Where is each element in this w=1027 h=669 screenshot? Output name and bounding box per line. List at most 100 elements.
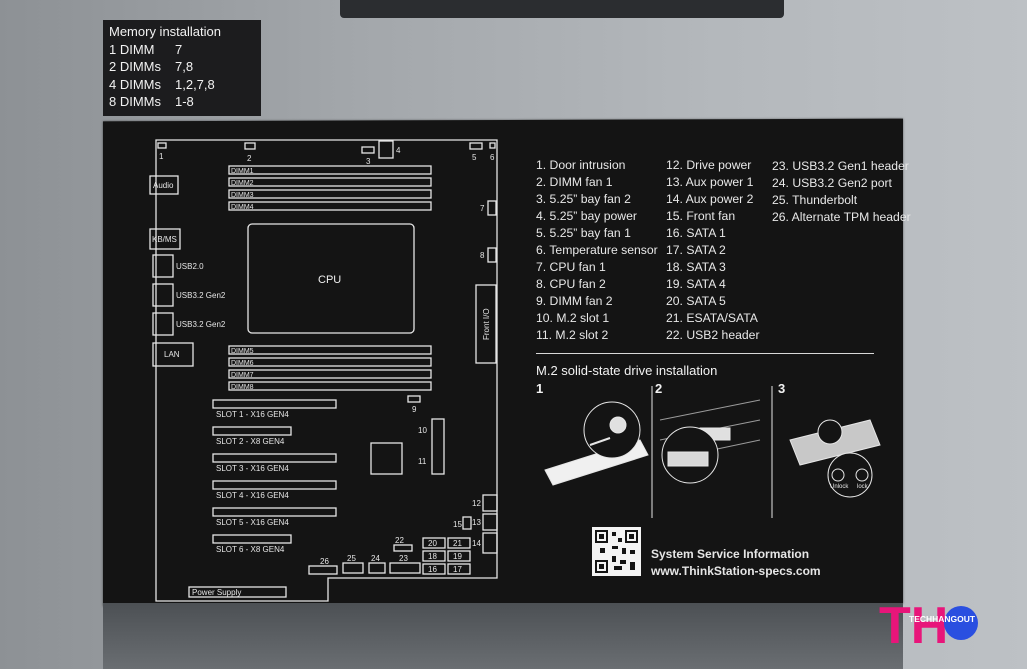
dimm-label: DIMM7 [231,372,254,379]
memory-title: Memory installation [109,24,221,39]
marker: 16 [428,565,437,574]
legend-item: 2. DIMM fan 1 [536,175,613,189]
legend-item: 20. SATA 5 [666,294,726,308]
dimm-slot [228,381,432,391]
legend-column-2: 12. Drive power 13. Aux power 1 14. Aux … [666,157,760,344]
dimm-label: DIMM1 [231,168,254,175]
top-chassis-edge [340,0,784,18]
slot-label: SLOT 2 - X8 GEN4 [216,437,285,446]
legend-item: 15. Front fan [666,209,736,223]
dimm-slot [228,177,432,187]
usb2-label: USB2.0 [176,262,204,271]
legend-item: 23. USB3.2 Gen1 header [772,159,909,173]
slot-label: SLOT 6 - X8 GEN4 [216,545,285,554]
kbms-port [149,228,181,250]
legend-item: 8. CPU fan 2 [536,277,606,291]
service-url: www.ThinkStation-specs.com [651,564,821,578]
dimm-label: DIMM3 [231,192,254,199]
legend-item: 26. Alternate TPM header [772,210,911,224]
pcie-slot [212,399,337,409]
chipset [370,442,403,475]
marker: 12 [472,499,481,508]
legend-item: 25. Thunderbolt [772,193,858,207]
marker: 5 [472,153,477,162]
usb32-label: USB3.2 Gen2 [176,291,226,300]
dimm-slot [228,369,432,379]
legend-item: 24. USB3.2 Gen2 port [772,176,892,190]
lan-port [152,342,194,367]
service-info: System Service Information www.ThinkStat… [651,546,821,580]
marker: 9 [412,405,417,414]
legend-item: 14. Aux power 2 [666,192,754,206]
marker: 26 [320,557,329,566]
m2-step-number: 3 [778,381,786,396]
slot-label: SLOT 1 - X16 GEN4 [216,410,289,419]
m2-install-title: M.2 solid-state drive installation [536,363,718,378]
lan-label: LAN [164,350,180,359]
qr-code [592,527,641,576]
legend-column-1: 1. Door intrusion 2. DIMM fan 1 3. 5.25”… [536,157,658,344]
marker: 24 [371,554,380,563]
marker: 25 [347,554,356,563]
kbms-label: KB/MS [152,235,177,244]
marker: 6 [490,153,495,162]
legend-item: 5. 5.25” bay fan 1 [536,226,631,240]
dimm-slot [228,201,432,211]
legend-item: 21. ESATA/SATA [666,311,758,325]
marker: 7 [480,204,485,213]
techhangout-watermark: TH TECHHANGOUT [879,597,978,645]
marker: 19 [453,552,462,561]
power-supply-connector [188,586,287,598]
marker: 21 [453,539,462,548]
dimm-label: DIMM4 [231,204,254,211]
dimm-label: DIMM5 [231,348,254,355]
m2-slot [431,418,445,475]
marker: 17 [453,565,462,574]
marker: 3 [366,157,371,166]
watermark-name: TECHHANGOUT [909,614,976,624]
legend-item: 9. DIMM fan 2 [536,294,613,308]
usb32-port [152,283,174,307]
slot-label: SLOT 4 - X16 GEN4 [216,491,289,500]
usb32-port [152,312,174,336]
legend-item: 17. SATA 2 [666,243,726,257]
legend-item: 7. CPU fan 1 [536,260,606,274]
marker: 18 [428,552,437,561]
dimm-label: DIMM8 [231,384,254,391]
marker: 22 [395,536,404,545]
dimm-slot [228,357,432,367]
marker: 14 [472,539,481,548]
dimm-label: DIMM2 [231,180,254,187]
legend-item: 16. SATA 1 [666,226,726,240]
marker: 2 [247,154,252,163]
marker: 1 [159,152,164,161]
legend-item: 3. 5.25” bay fan 2 [536,192,631,206]
marker: 4 [396,146,401,155]
pcie-slot [212,480,337,490]
legend-item: 1. Door intrusion [536,158,626,172]
front-io-connector [475,284,497,364]
dimm-slot [228,189,432,199]
dimm-label: DIMM6 [231,360,254,367]
legend-item: 18. SATA 3 [666,260,726,274]
legend-item: 13. Aux power 1 [666,175,754,189]
watermark-mark: TH [879,597,948,645]
pcie-slot [212,453,337,463]
pcie-slot [212,507,337,517]
legend-item: 12. Drive power [666,158,752,172]
legend-item: 22. USB2 header [666,328,760,342]
marker: 10 [418,426,427,435]
marker: 8 [480,251,485,260]
usb2-port [152,254,174,278]
audio-label: Audio [153,181,174,190]
service-title: System Service Information [651,547,810,561]
m2-step-number: 1 [536,381,544,396]
divider [536,353,874,354]
power-supply-label: Power Supply [192,588,241,597]
cpu-label: CPU [318,274,341,286]
